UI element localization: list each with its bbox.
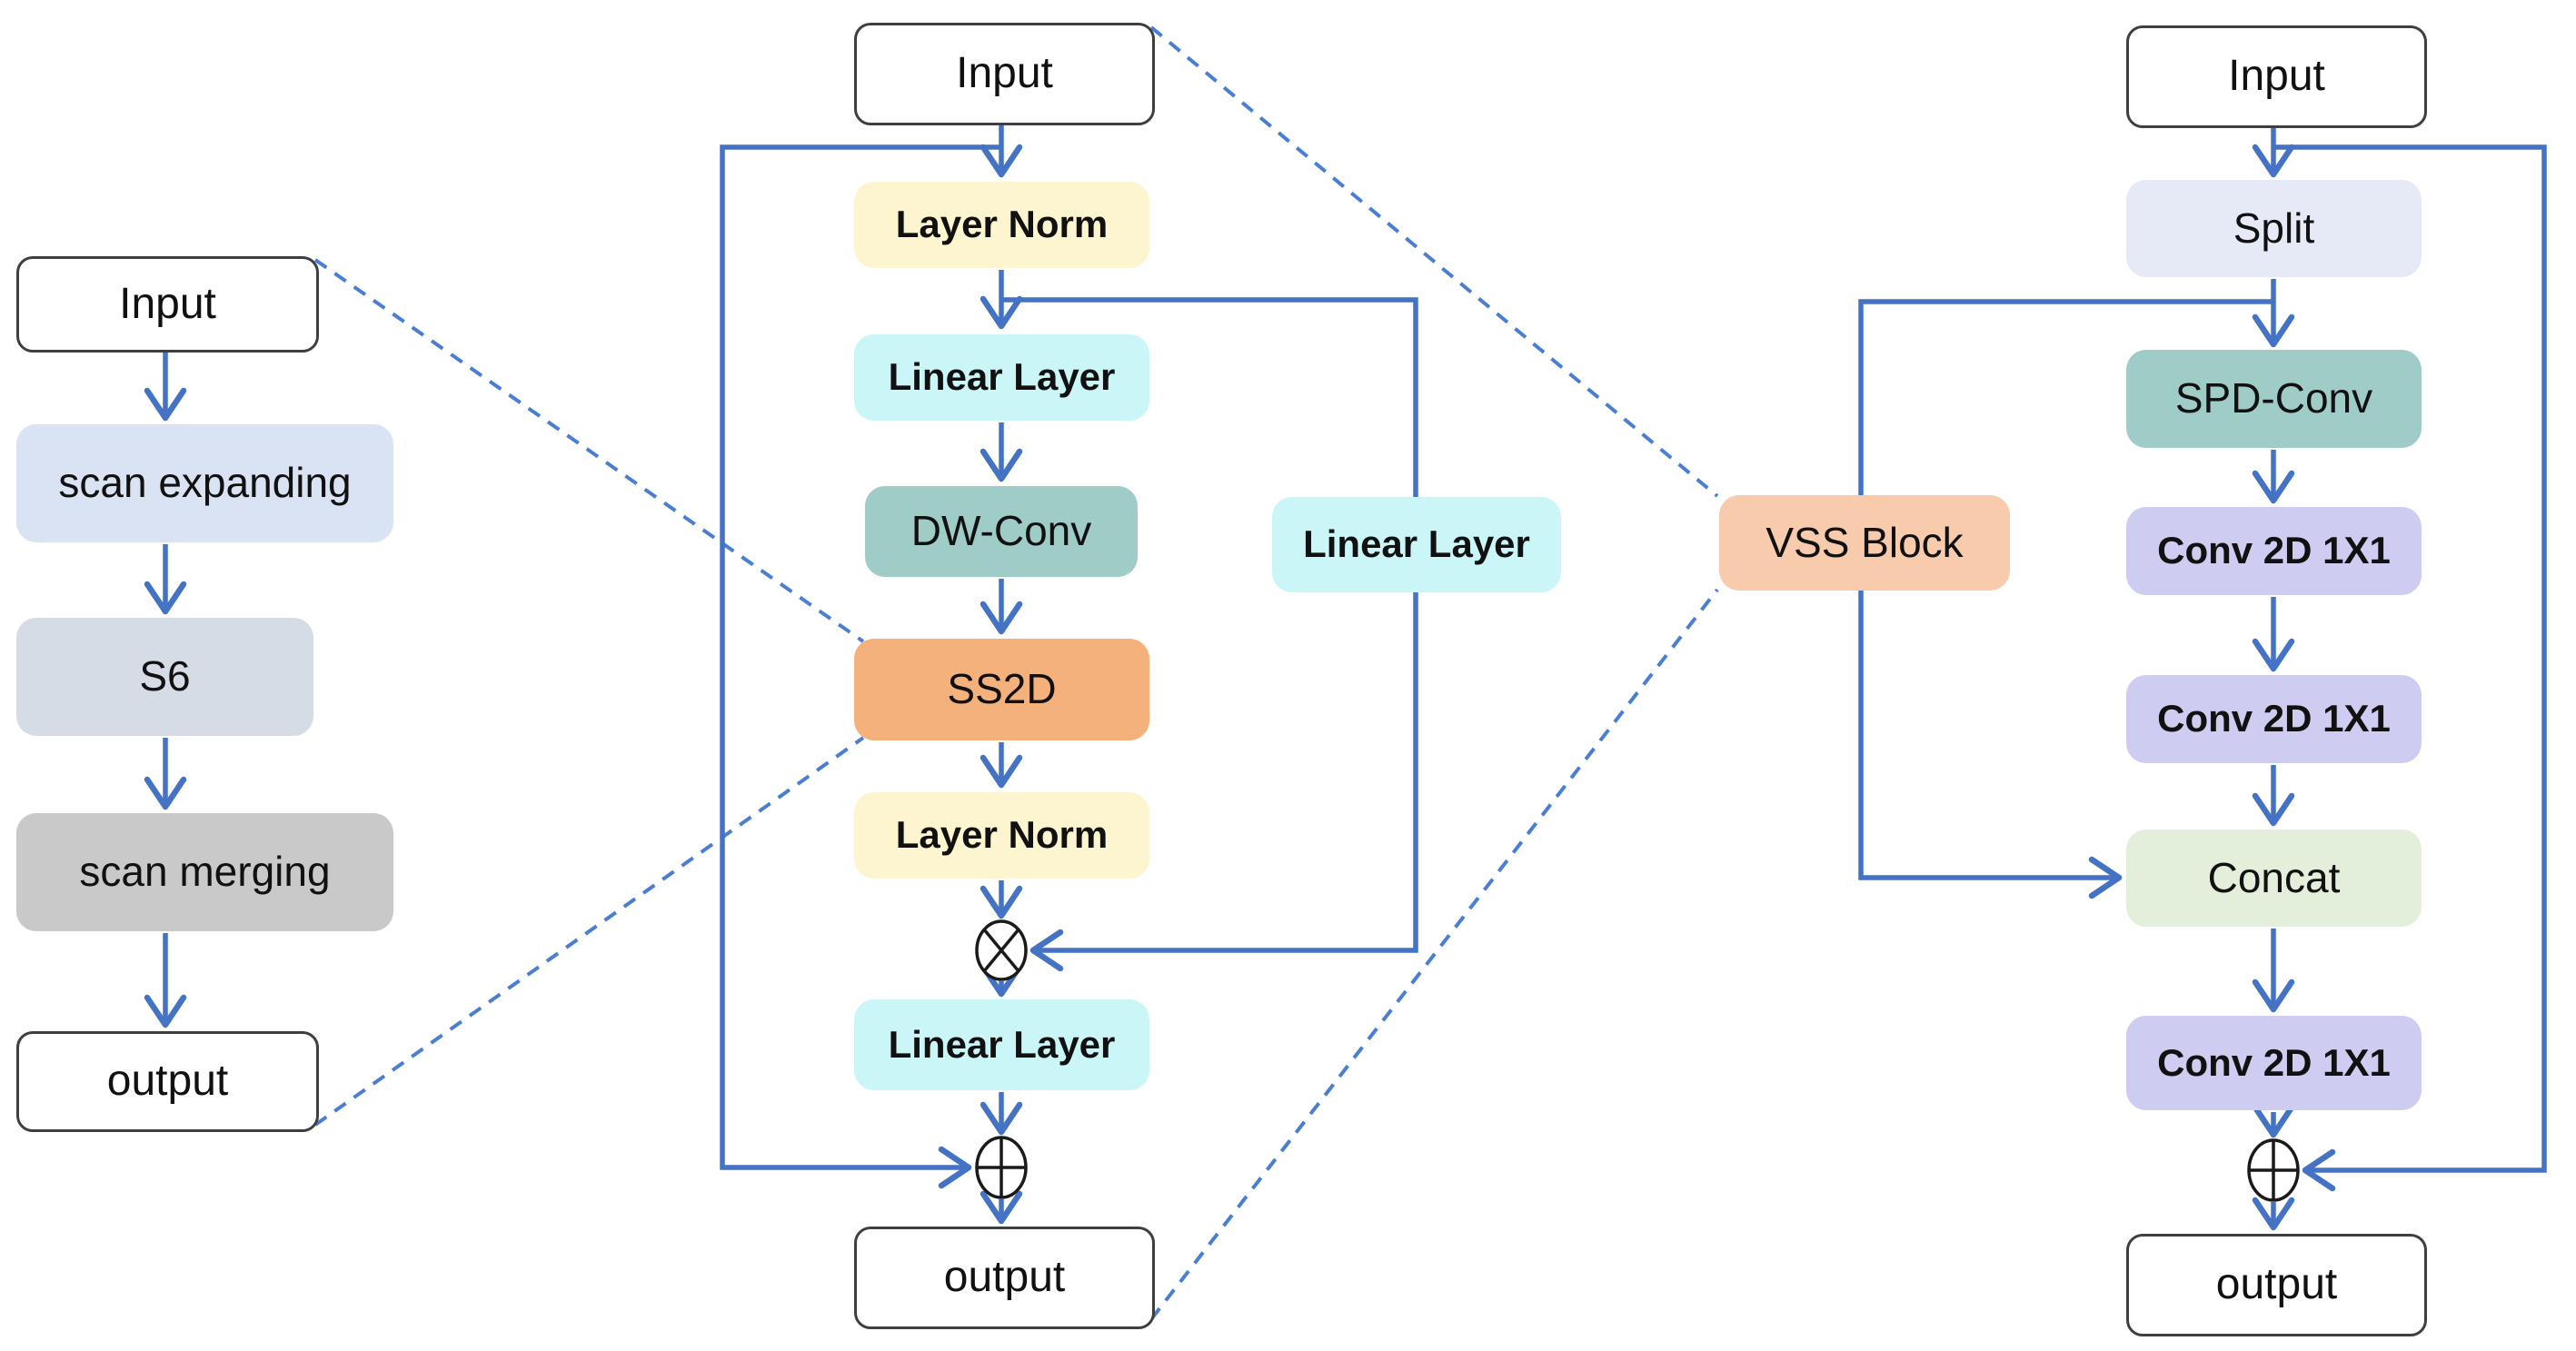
add-operator-icon bbox=[2247, 1138, 2300, 1202]
vss-output-box: output bbox=[854, 1227, 1155, 1329]
dashed-link-vss-input-to-vssblock-top bbox=[1149, 25, 1719, 498]
vss-input-box: Input bbox=[854, 23, 1155, 125]
linear-layer-side-box: Linear Layer bbox=[1272, 497, 1561, 592]
layer-norm-2-box: Layer Norm bbox=[854, 792, 1149, 879]
dashed-link-left-output-to-ss2d-bottom bbox=[313, 736, 865, 1127]
left-input-box: Input bbox=[16, 256, 319, 353]
linear-layer-2-box: Linear Layer bbox=[854, 999, 1149, 1090]
vss-block-box: VSS Block bbox=[1719, 495, 2010, 591]
s6-box: S6 bbox=[16, 618, 313, 736]
edge-branch-to-side-linear-to-multiply bbox=[1001, 297, 1418, 972]
left-output-box: output bbox=[16, 1031, 319, 1132]
multiply-operator-icon bbox=[975, 919, 1028, 981]
spd-input-box: Input bbox=[2126, 25, 2427, 128]
conv2d-1x1-box-2: Conv 2D 1X1 bbox=[2126, 675, 2422, 763]
scan-expanding-box: scan expanding bbox=[16, 424, 393, 542]
add-operator-icon bbox=[975, 1136, 1028, 1199]
dashed-link-left-input-to-ss2d-top bbox=[313, 258, 865, 643]
spd-conv-box: SPD-Conv bbox=[2126, 350, 2422, 448]
linear-layer-1-box: Linear Layer bbox=[854, 334, 1149, 421]
dw-conv-box: DW-Conv bbox=[865, 486, 1138, 577]
concat-box: Concat bbox=[2126, 829, 2422, 927]
ss2d-box: SS2D bbox=[854, 639, 1149, 740]
conv2d-1x1-box-1: Conv 2D 1X1 bbox=[2126, 507, 2422, 595]
layer-norm-1-box: Layer Norm bbox=[854, 182, 1149, 268]
conv2d-1x1-box-3: Conv 2D 1X1 bbox=[2126, 1016, 2422, 1110]
split-box: Split bbox=[2126, 180, 2422, 277]
edge-residual-input-to-add bbox=[720, 144, 1001, 1189]
edge-skip-input-to-add bbox=[2273, 144, 2547, 1192]
dashed-link-vss-output-to-vssblock-bottom bbox=[1149, 588, 1719, 1321]
scan-merging-box: scan merging bbox=[16, 813, 393, 931]
spd-output-box: output bbox=[2126, 1234, 2427, 1336]
